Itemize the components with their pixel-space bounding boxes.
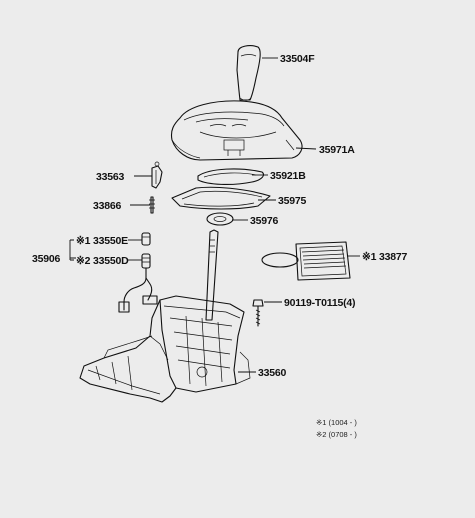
- seal-35976-part: [206, 212, 234, 226]
- position-indicator-housing-part: [170, 100, 303, 161]
- panel-33877-part: [261, 241, 351, 281]
- label-33560: 33560: [258, 367, 287, 379]
- cover-35921b-part: [197, 168, 265, 185]
- shift-knob-part: [236, 45, 261, 101]
- label-35976: 35976: [250, 215, 279, 227]
- socket-wire-33550d-part: [118, 253, 158, 313]
- bulb-33550e-part: [141, 232, 151, 246]
- label-90119: 90119-T0115(4): [284, 297, 355, 309]
- label-33877: ※1 33877: [362, 251, 408, 263]
- label-33504f: 33504F: [280, 53, 315, 65]
- label-33866: 33866: [93, 200, 122, 212]
- note-1: ※1 (1004 - ): [316, 418, 357, 427]
- slide-plate-35975-part: [171, 186, 271, 210]
- label-33550e: ※1 33550E: [76, 235, 128, 247]
- label-35921b: 35921B: [270, 170, 306, 182]
- label-35971a: 35971A: [319, 144, 355, 156]
- switch-33563-part: [151, 161, 163, 189]
- pin-33866-part: [149, 196, 155, 214]
- leader-lines: [69, 57, 360, 373]
- bolt-90119-part: [252, 299, 264, 327]
- note-2: ※2 (0708 - ): [316, 430, 357, 439]
- label-33563: 33563: [96, 171, 125, 183]
- label-35906: 35906: [32, 253, 61, 265]
- label-35975: 35975: [278, 195, 307, 207]
- label-33550d: ※2 33550D: [76, 255, 129, 267]
- shift-lever-assembly-part: [79, 229, 251, 403]
